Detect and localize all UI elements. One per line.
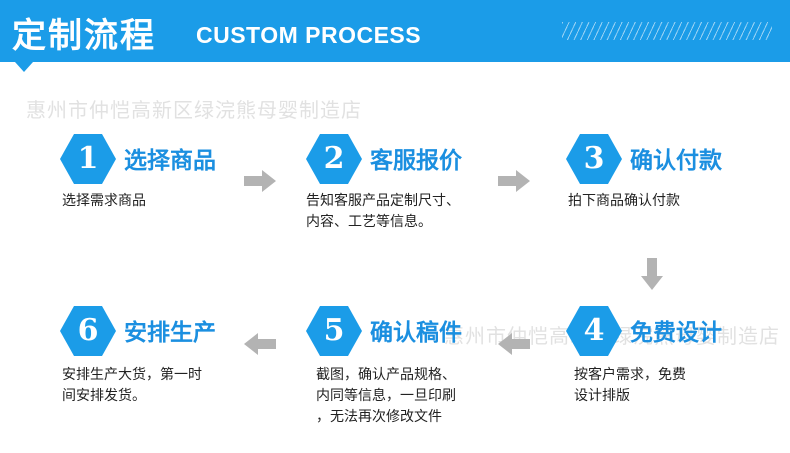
header-notch — [15, 62, 33, 72]
arrow-down-icon — [641, 258, 663, 290]
header-title-cn: 定制流程 — [12, 16, 156, 56]
header-banner: 定制流程 CUSTOM PROCESS — [0, 0, 790, 62]
step-1-desc-line-1: 选择需求商品 — [62, 193, 146, 209]
step-4-title: 免费设计 — [630, 320, 722, 346]
watermark-top: 惠州市仲恺高新区绿浣熊母婴制造店 — [26, 98, 362, 122]
arrow-left-icon — [498, 333, 530, 355]
step-3-title: 确认付款 — [630, 148, 722, 174]
arrow-right-icon — [244, 170, 276, 192]
step-3-desc-line-1: 拍下商品确认付款 — [568, 193, 680, 209]
step-6-number-badge: 6 — [60, 306, 116, 356]
arrow-right-icon — [498, 170, 530, 192]
step-4-desc-line-2: 设计排版 — [574, 388, 630, 404]
step-5-desc-line-1: 截图，确认产品规格、 — [316, 367, 456, 383]
arrow-left-icon — [244, 333, 276, 355]
step-6-desc-line-1: 安排生产大货，第一时 — [62, 367, 202, 383]
step-2-desc-line-2: 内容、工艺等信息。 — [306, 214, 432, 230]
header-title-en: CUSTOM PROCESS — [196, 22, 422, 48]
step-1-number-badge: 1 — [60, 134, 116, 184]
step-4-desc-line-1: 按客户需求，免费 — [574, 367, 686, 383]
step-6-desc-line-2: 间安排发货。 — [62, 388, 146, 404]
step-3-number-badge: 3 — [566, 134, 622, 184]
step-5-desc-line-3: ，无法再次修改文件 — [316, 409, 442, 425]
step-2-title: 客服报价 — [370, 148, 462, 174]
step-2-number-badge: 2 — [306, 134, 362, 184]
step-5-number-badge: 5 — [306, 306, 362, 356]
step-1-title: 选择商品 — [124, 148, 216, 174]
header-stripe-decoration — [562, 22, 772, 40]
step-2-desc-line-1: 告知客服产品定制尺寸、 — [306, 193, 460, 209]
step-6-title: 安排生产 — [124, 320, 216, 346]
step-5-title: 确认稿件 — [370, 320, 462, 346]
step-5-desc-line-2: 内同等信息，一旦印刷 — [316, 388, 456, 404]
